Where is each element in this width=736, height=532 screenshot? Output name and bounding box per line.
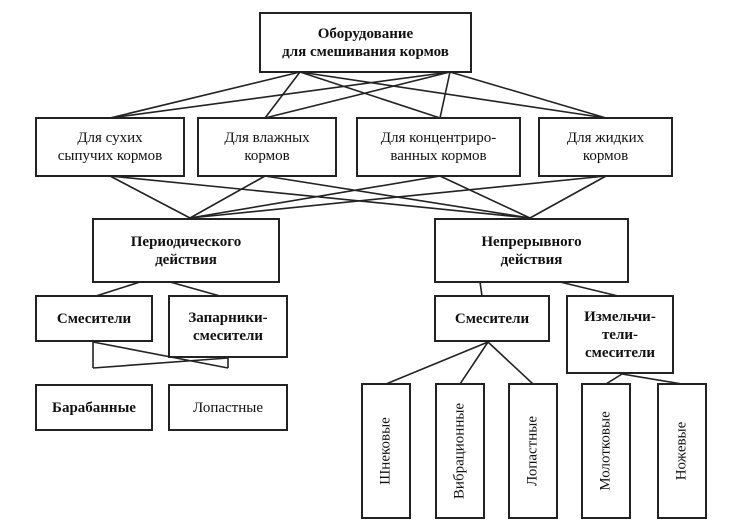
feed-type-dry: Для сухих сыпучих кормов	[35, 117, 185, 177]
continuous-grinder-mixers: Измельчи- тели- смесители	[566, 295, 674, 374]
feed-type-wet: Для влажных кормов	[197, 117, 337, 177]
design-screw: Шнековые	[361, 383, 411, 519]
design-paddle-continuous-label: Лопастные	[524, 416, 541, 486]
root-node: Оборудование для смешивания кормов	[259, 12, 472, 73]
design-screw-label: Шнековые	[377, 417, 394, 485]
design-knife-label: Ножевые	[673, 421, 690, 481]
design-drum: Барабанные	[35, 384, 153, 431]
mode-periodic: Периодического действия	[92, 218, 280, 283]
periodic-steamer-mixers: Запарники- смесители	[168, 295, 288, 358]
feed-type-liquid: Для жидких кормов	[538, 117, 673, 177]
feed-type-concentrated: Для концентриро- ванных кормов	[356, 117, 521, 177]
design-vibration: Вибрационные	[435, 383, 485, 519]
design-hammer: Молотковые	[581, 383, 631, 519]
continuous-mixers: Смесители	[434, 295, 550, 342]
design-hammer-label: Молотковые	[597, 411, 614, 491]
design-paddle-periodic: Лопастные	[168, 384, 288, 431]
design-vibration-label: Вибрационные	[451, 402, 468, 500]
design-paddle-continuous: Лопастные	[508, 383, 558, 519]
mode-continuous: Непрерывного действия	[434, 218, 629, 283]
periodic-mixers: Смесители	[35, 295, 153, 342]
design-knife: Ножевые	[657, 383, 707, 519]
